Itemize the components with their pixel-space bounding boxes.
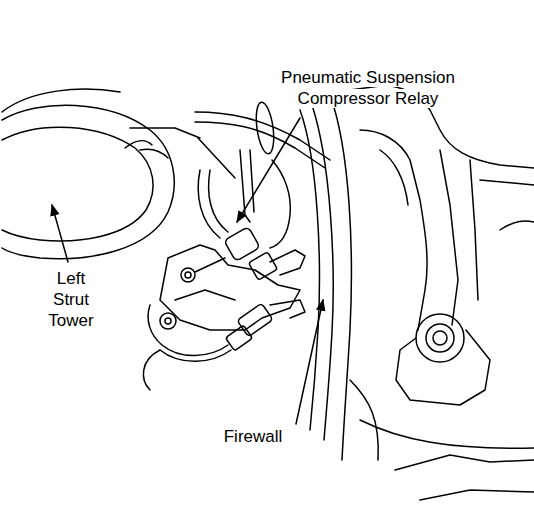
part-label: Pneumatic Suspension Compressor Relay [272,67,464,109]
strut-tower [2,89,235,259]
part-label: Left Strut Tower [38,268,104,331]
firewall [253,95,351,460]
part-label: Firewall [205,426,301,447]
leader-arrow [237,118,300,222]
label-text: Pneumatic Suspension Compressor Relay [281,68,455,108]
label-text: Left Strut Tower [48,269,93,330]
leader-arrow [52,205,68,262]
label-text: Firewall [224,427,283,446]
leader-arrow [296,300,323,424]
body-panel [350,86,534,500]
hoses [195,112,330,238]
relay-assembly [143,227,305,390]
